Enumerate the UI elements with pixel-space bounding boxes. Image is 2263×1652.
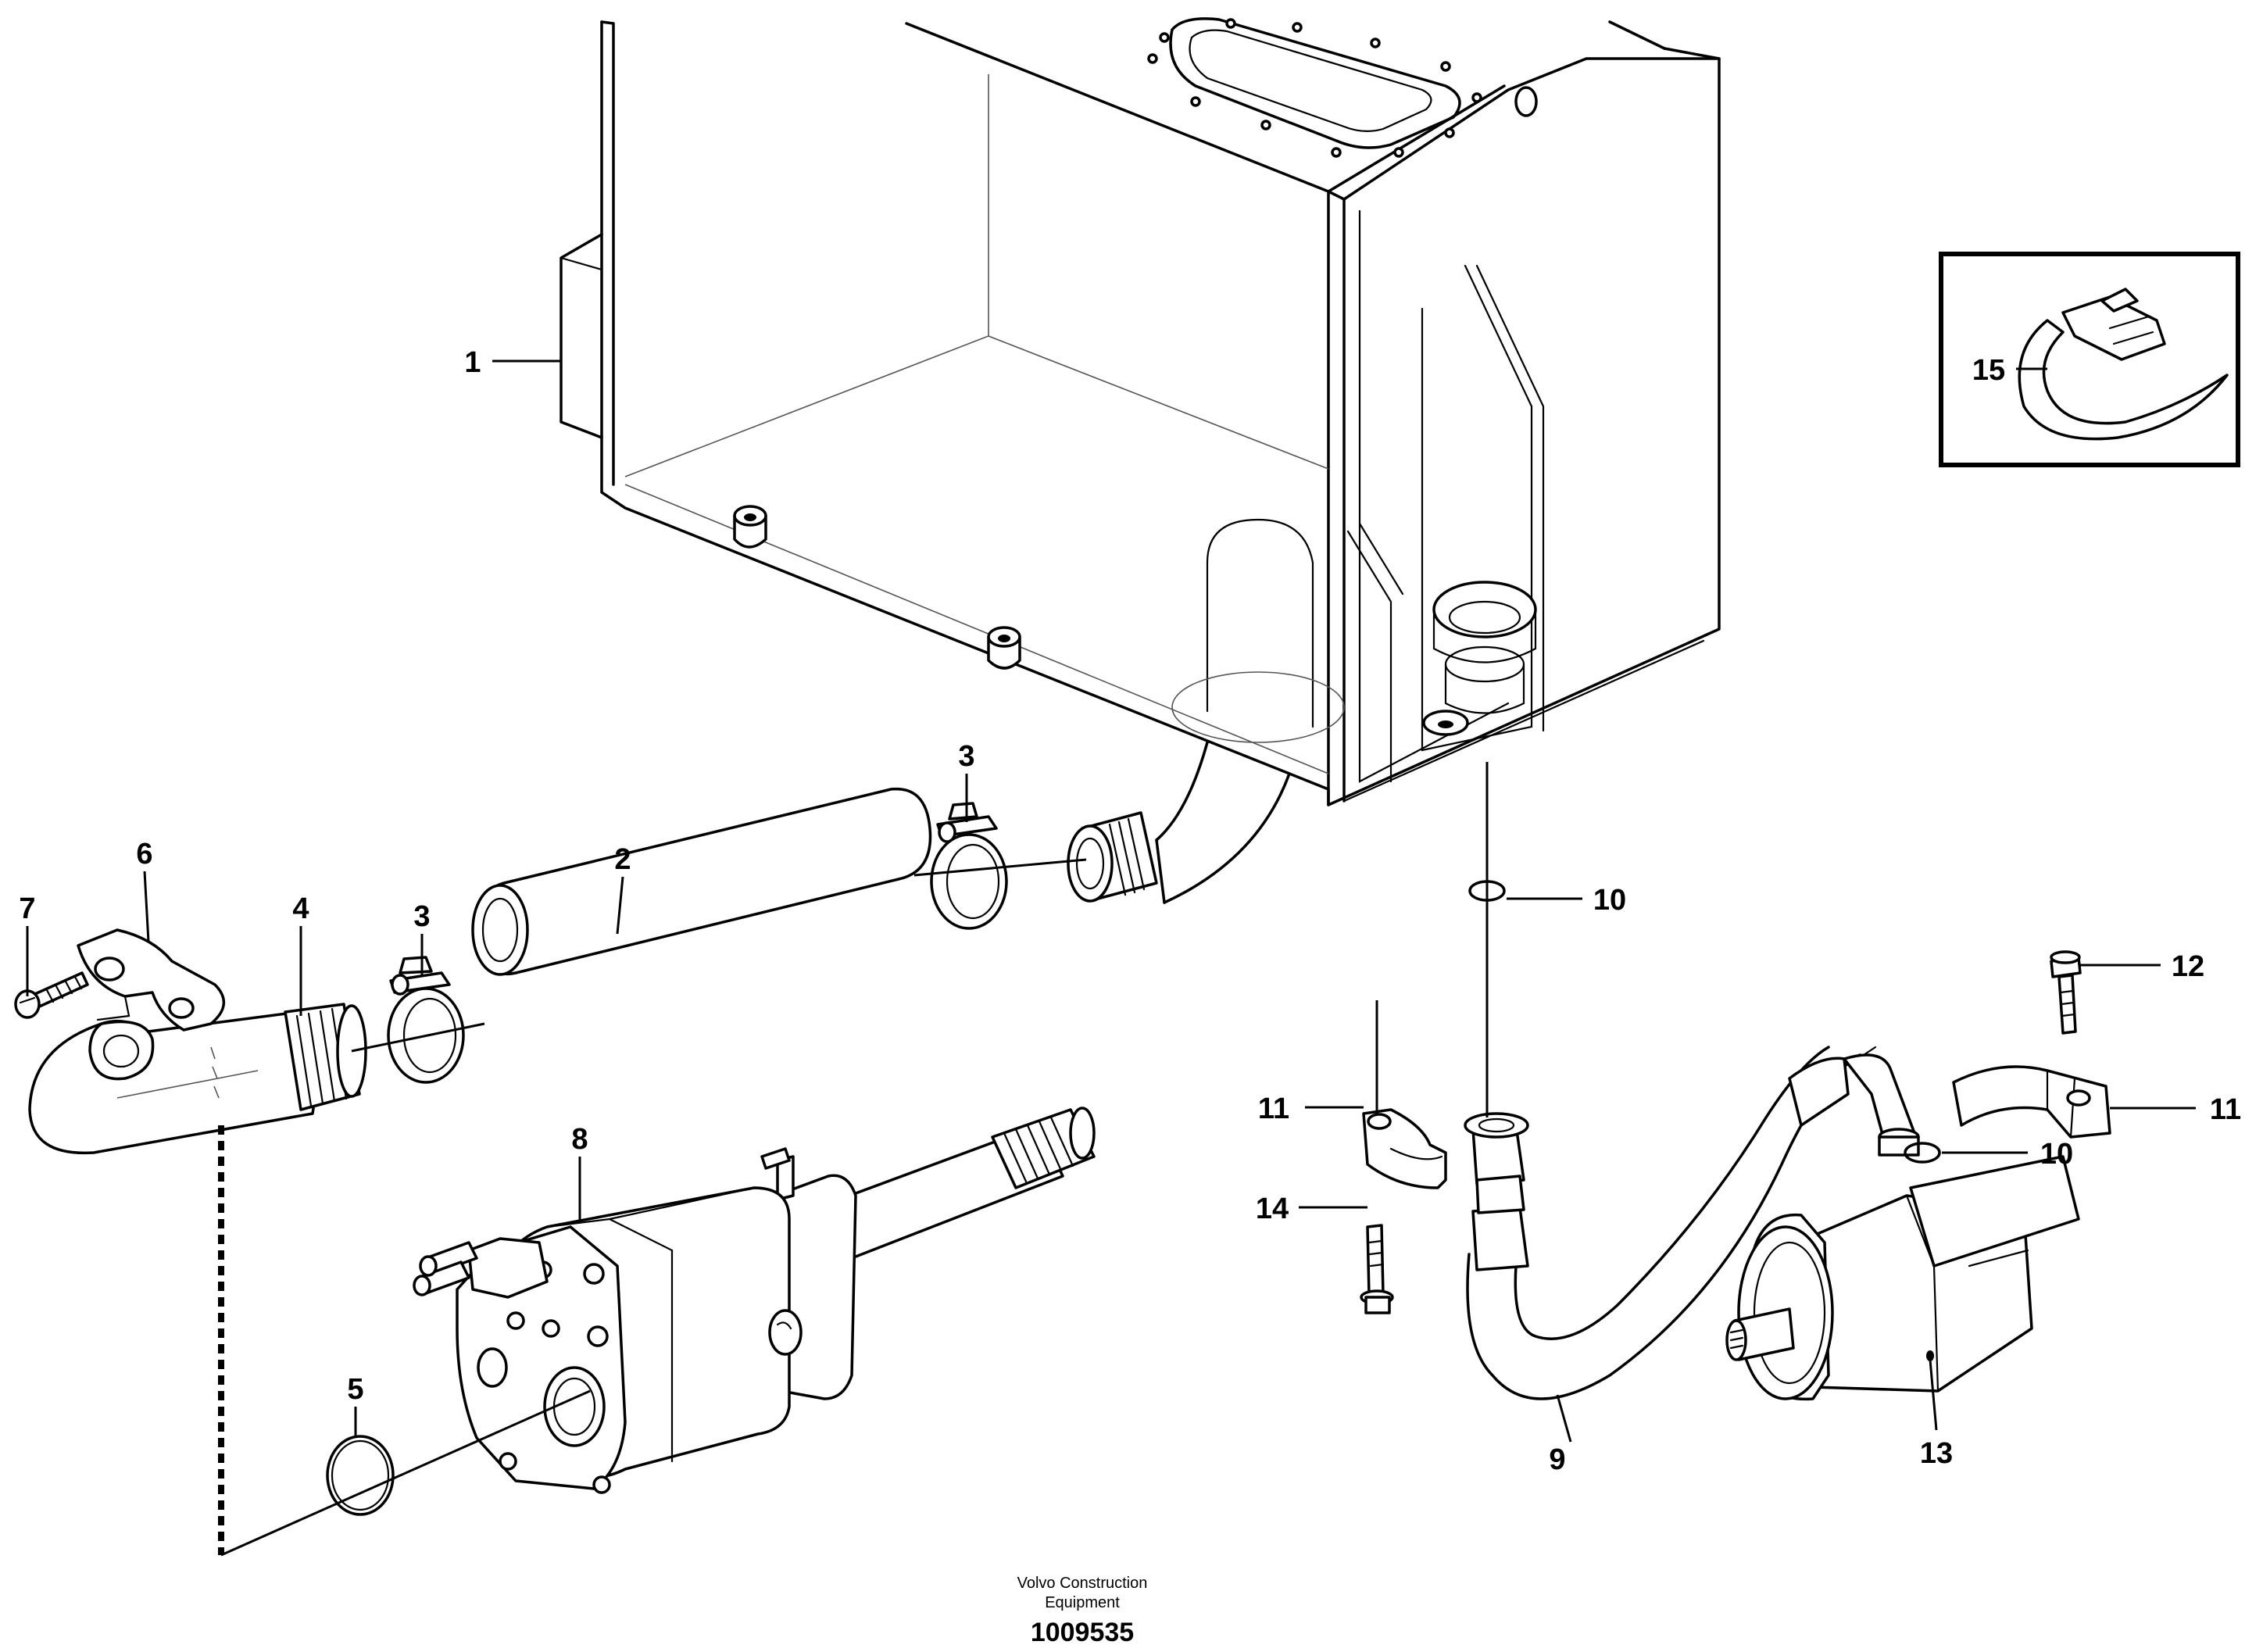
flange-bolt-upper [2050,950,2082,1035]
footer: Volvo Construction Equipment 1009535 [1017,1575,1148,1647]
bracket-screw [14,971,89,1019]
callout-10-lower: 10 [2040,1138,2073,1171]
callout-9: 9 [1549,1443,1565,1476]
callout-8: 8 [571,1123,588,1156]
hydraulic-motor [1725,1155,2080,1401]
callout-11-right: 11 [2210,1093,2241,1126]
flange-clamp-right [1952,1065,2111,1139]
callout-13: 13 [1920,1437,1953,1470]
tank-boss-front [733,505,1021,670]
callout-7: 7 [19,892,35,925]
pipe-bracket [77,928,226,1032]
publisher-line-2: Equipment [1045,1594,1120,1611]
inset-detail-box [1939,252,2240,467]
callout-14: 14 [1256,1193,1289,1225]
tank-hose-nipple [1067,811,1158,903]
flange-bolt-lower [1360,1224,1394,1314]
callout-3-left: 3 [413,900,430,933]
hydraulic-pump [413,1107,1096,1494]
pressure-hose [1464,1046,1920,1400]
callout-leaders [26,359,2196,1443]
callout-10-upper: 10 [1593,884,1626,917]
o-ring-motor-port [1904,1142,1941,1164]
callout-4: 4 [292,892,309,925]
tank-outlet-elbow [1155,741,1291,904]
hose-strap [2018,288,2229,441]
callout-11-left: 11 [1258,1092,1289,1125]
callout-2: 2 [614,843,631,876]
callout-numbers: 1 2 3 3 4 5 6 7 8 9 10 10 11 11 12 13 14… [19,346,2241,1476]
flange-clamp-left [1362,1108,1447,1189]
callout-1: 1 [464,346,481,379]
callout-5: 5 [347,1373,363,1406]
callout-3-right: 3 [958,740,974,773]
callout-12: 12 [2172,950,2204,983]
suction-hose [471,787,932,976]
tank-strainer [1346,264,1545,783]
suction-elbow-pipe [28,1003,367,1155]
hydraulic-tank [559,17,1721,904]
o-ring-pump [326,1435,395,1516]
assembly-lines [210,762,1489,1557]
publisher-line-1: Volvo Construction [1017,1575,1148,1592]
document-number: 1009535 [1031,1618,1134,1647]
hose-clamp-right [930,802,1008,930]
hose-clamp-left [387,956,465,1084]
callout-6: 6 [136,838,152,871]
callout-15: 15 [1972,354,2005,387]
